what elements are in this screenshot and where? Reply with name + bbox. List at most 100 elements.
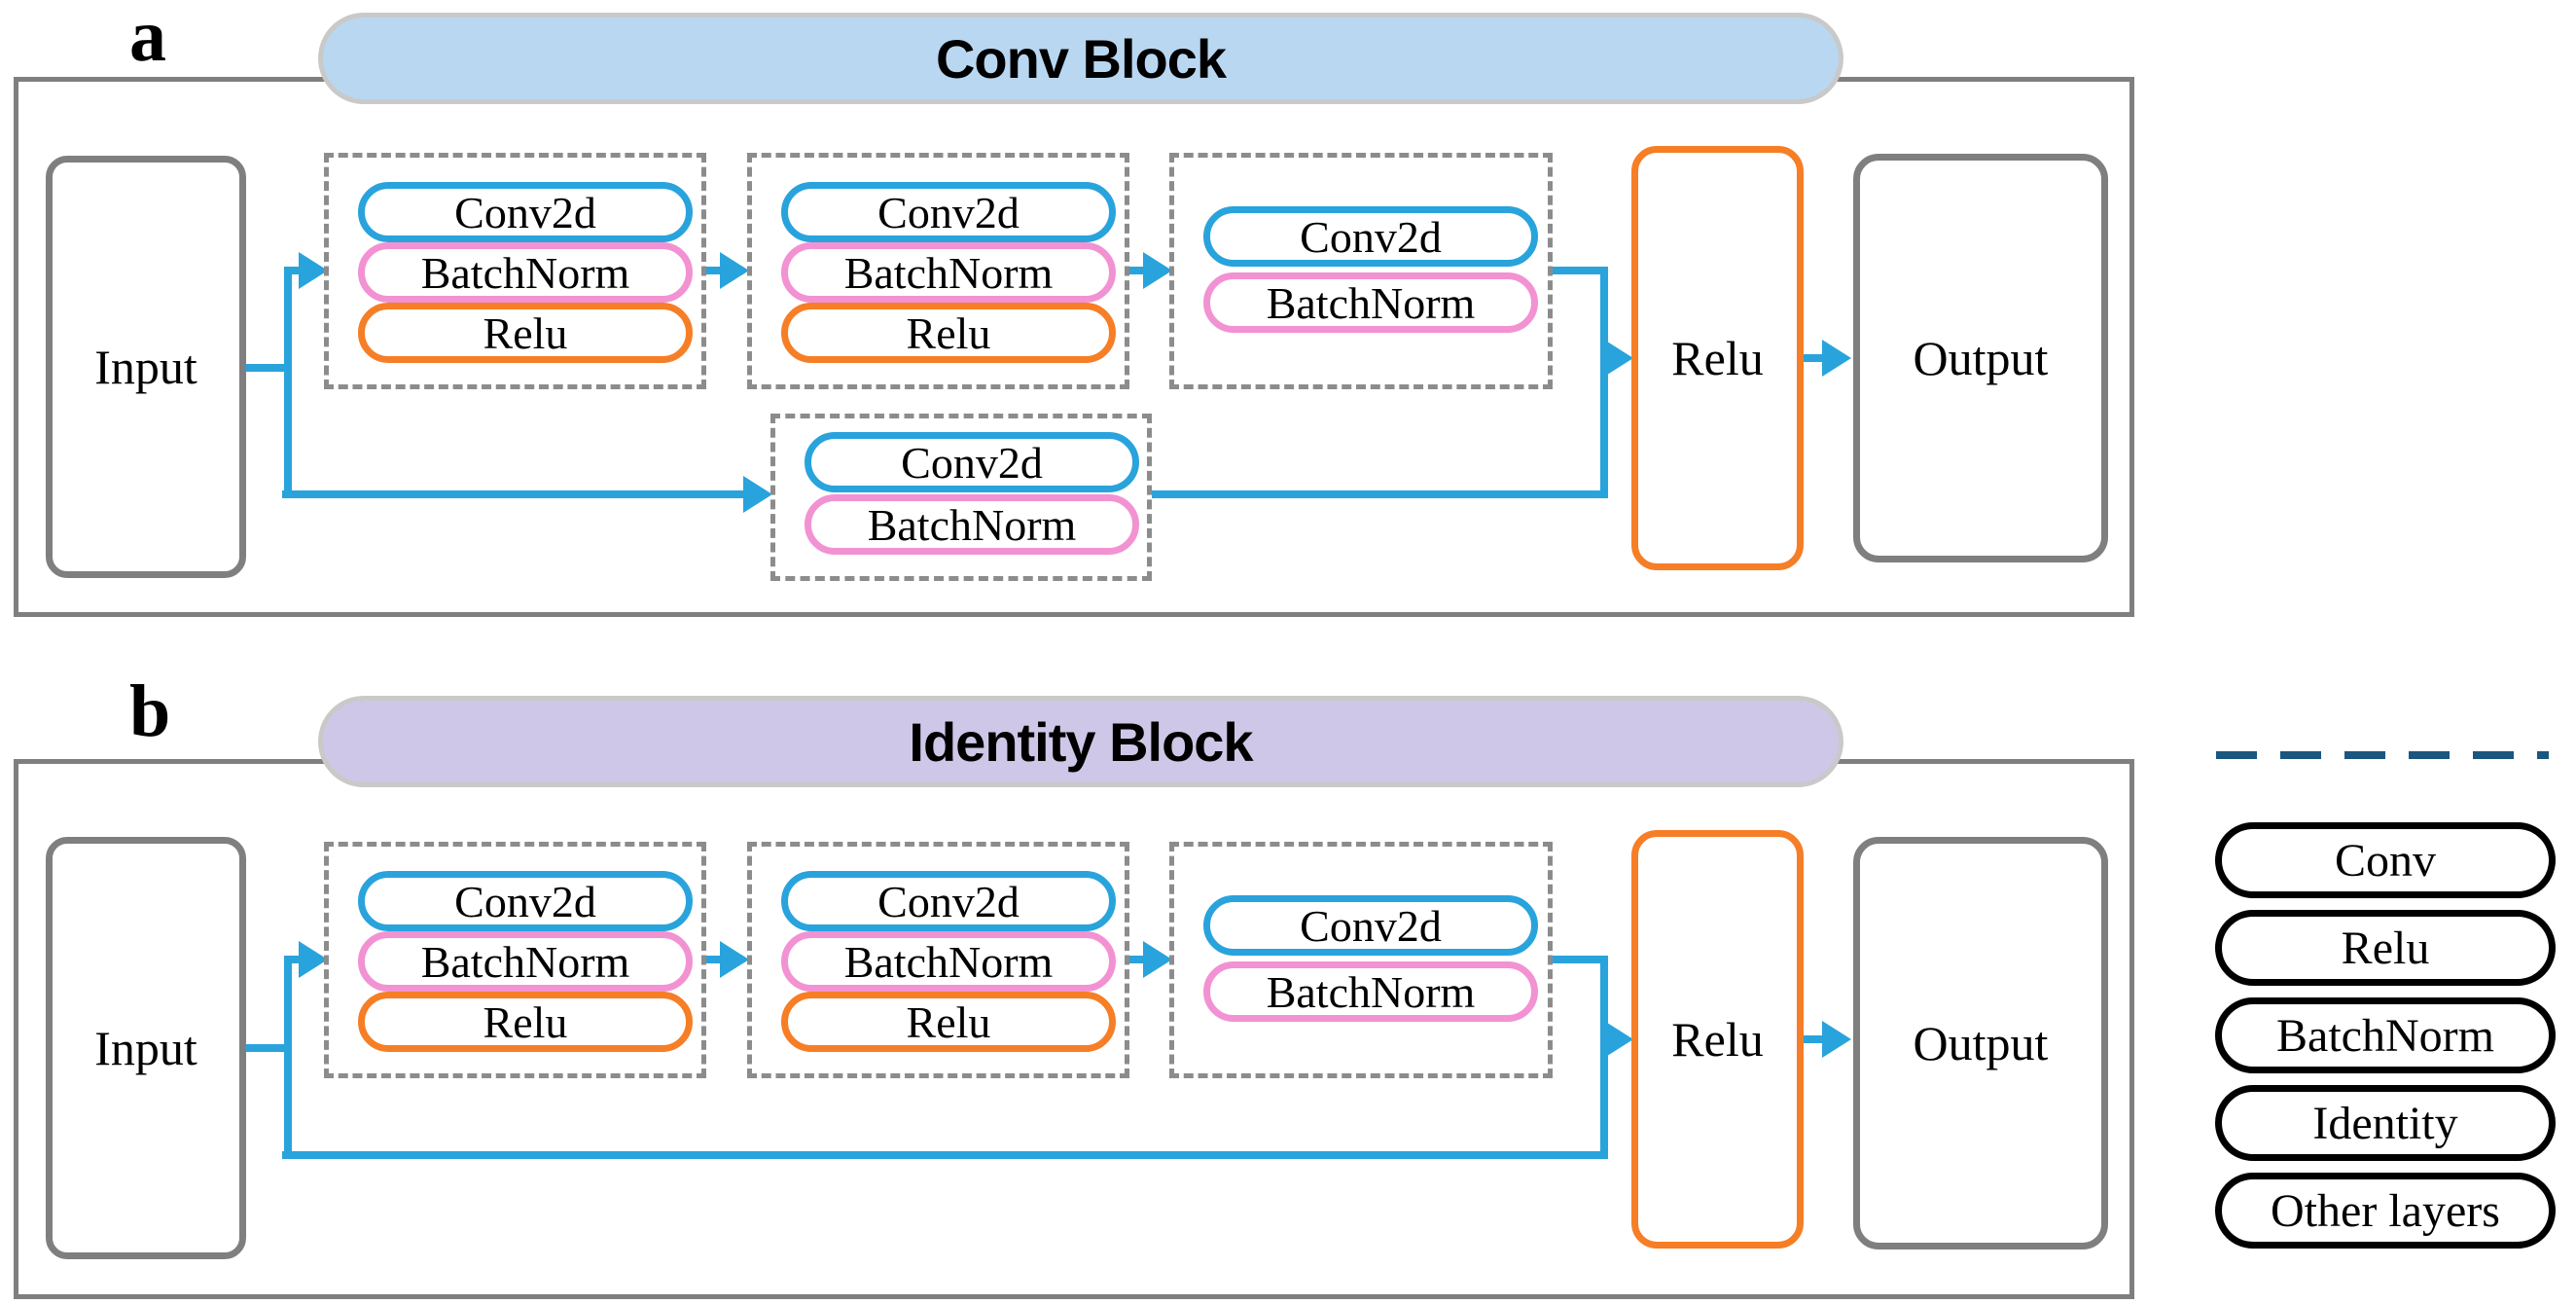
- batchnorm-label: BatchNorm: [420, 936, 630, 987]
- identity-block-header: Identity Block: [318, 696, 1843, 787]
- conv2d-label: Conv2d: [877, 876, 1020, 926]
- b-output-arrow-line: [1804, 1035, 1826, 1043]
- legend-item-other-layers: Other layers: [2215, 1173, 2556, 1249]
- b-split-line: [284, 956, 292, 1159]
- block-a-input-label: Input: [94, 340, 197, 394]
- conv2d-label: Conv2d: [901, 437, 1043, 488]
- conv2d-label: Conv2d: [1300, 211, 1442, 262]
- a-arrowhead-1-icon: [299, 252, 328, 289]
- conv2d-label: Conv2d: [454, 876, 596, 926]
- b-layer-group-2: Conv2d BatchNorm Relu: [747, 842, 1129, 1078]
- legend-dashed-line: [2216, 751, 2549, 759]
- a-output-arrowhead-icon: [1822, 340, 1851, 377]
- block-b-input-box: Input: [46, 837, 246, 1259]
- a-arrowhead-3-icon: [1143, 252, 1172, 289]
- a-input-exit-line: [246, 364, 292, 372]
- conv2d-pill: Conv2d: [1203, 206, 1538, 267]
- conv-block-title: Conv Block: [935, 27, 1227, 90]
- a-shortcut-line: [282, 490, 749, 498]
- block-a-relu-label: Relu: [1671, 331, 1764, 385]
- block-b-input-label: Input: [94, 1021, 197, 1075]
- relu-pill: Relu: [358, 992, 693, 1052]
- relu-label: Relu: [483, 996, 568, 1047]
- legend-conv-label: Conv: [2334, 834, 2436, 887]
- panel-label-a: a: [129, 0, 166, 77]
- b-main-exit-line: [1553, 956, 1608, 963]
- conv2d-pill: Conv2d: [1203, 895, 1538, 956]
- b-arrow-line-2: [706, 956, 726, 963]
- b-arrowhead-3-icon: [1143, 941, 1172, 978]
- a-output-arrow-line: [1804, 354, 1826, 362]
- batchnorm-pill: BatchNorm: [1203, 272, 1538, 333]
- b-shortcut-line: [282, 1151, 1605, 1159]
- batchnorm-pill: BatchNorm: [358, 242, 693, 303]
- b-output-arrowhead-icon: [1822, 1021, 1851, 1058]
- conv2d-label: Conv2d: [454, 187, 596, 237]
- b-arrow-line-3: [1129, 956, 1149, 963]
- batchnorm-label: BatchNorm: [843, 247, 1054, 298]
- a-merge-line: [1600, 267, 1608, 498]
- batchnorm-pill: BatchNorm: [781, 242, 1116, 303]
- a-relu-arrowhead-icon: [1604, 340, 1633, 377]
- batchnorm-pill: BatchNorm: [358, 931, 693, 992]
- legend-other-layers-label: Other layers: [2271, 1184, 2500, 1237]
- panel-label-b: b: [129, 670, 171, 752]
- a-arrow-line-2: [706, 267, 726, 274]
- conv-block-header: Conv Block: [318, 13, 1843, 104]
- block-a-relu-box: Relu: [1631, 146, 1804, 570]
- a-main-exit-line: [1553, 267, 1608, 274]
- conv2d-pill: Conv2d: [358, 182, 693, 242]
- legend-item-conv: Conv: [2215, 822, 2556, 898]
- a-layer-group-1: Conv2d BatchNorm Relu: [324, 153, 706, 389]
- a-arrow-line-3: [1129, 267, 1149, 274]
- a-arrow-line-1: [284, 267, 304, 274]
- a-layer-group-2: Conv2d BatchNorm Relu: [747, 153, 1129, 389]
- conv2d-pill: Conv2d: [805, 432, 1139, 492]
- batchnorm-pill: BatchNorm: [805, 494, 1139, 555]
- legend-identity-label: Identity: [2312, 1097, 2458, 1149]
- identity-block-title: Identity Block: [909, 710, 1253, 773]
- block-b-output-box: Output: [1853, 837, 2108, 1250]
- b-relu-arrowhead-icon: [1604, 1021, 1633, 1058]
- a-layer-group-3: Conv2d BatchNorm: [1169, 153, 1553, 389]
- block-b-relu-box: Relu: [1631, 830, 1804, 1249]
- b-arrowhead-1-icon: [299, 941, 328, 978]
- conv2d-label: Conv2d: [1300, 900, 1442, 951]
- legend-relu-label: Relu: [2341, 922, 2430, 974]
- a-shortcut-group: Conv2d BatchNorm: [770, 414, 1152, 581]
- a-arrowhead-2-icon: [720, 252, 749, 289]
- conv2d-pill: Conv2d: [358, 871, 693, 931]
- legend-item-relu: Relu: [2215, 910, 2556, 986]
- block-b-output-label: Output: [1913, 1016, 2049, 1070]
- batchnorm-label: BatchNorm: [843, 936, 1054, 987]
- conv2d-pill: Conv2d: [781, 182, 1116, 242]
- b-input-exit-line: [246, 1044, 292, 1052]
- b-layer-group-1: Conv2d BatchNorm Relu: [324, 842, 706, 1078]
- relu-pill: Relu: [781, 992, 1116, 1052]
- relu-label: Relu: [483, 308, 568, 358]
- batchnorm-pill: BatchNorm: [1203, 961, 1538, 1022]
- block-b-relu-label: Relu: [1671, 1012, 1764, 1067]
- legend-item-identity: Identity: [2215, 1085, 2556, 1161]
- block-a-input-box: Input: [46, 156, 246, 578]
- block-a-output-box: Output: [1853, 154, 2108, 562]
- batchnorm-label: BatchNorm: [420, 247, 630, 298]
- a-split-line: [284, 267, 292, 498]
- relu-pill: Relu: [781, 303, 1116, 363]
- batchnorm-pill: BatchNorm: [781, 931, 1116, 992]
- batchnorm-label: BatchNorm: [1266, 966, 1476, 1017]
- legend-item-batchnorm: BatchNorm: [2215, 997, 2556, 1073]
- block-a-output-label: Output: [1913, 331, 2049, 385]
- legend-batchnorm-label: BatchNorm: [2276, 1009, 2494, 1062]
- batchnorm-label: BatchNorm: [1266, 277, 1476, 328]
- relu-label: Relu: [906, 308, 991, 358]
- a-shortcut-exit-line: [1152, 490, 1600, 498]
- conv2d-label: Conv2d: [877, 187, 1020, 237]
- conv2d-pill: Conv2d: [781, 871, 1116, 931]
- b-arrow-line-1: [284, 956, 304, 963]
- relu-pill: Relu: [358, 303, 693, 363]
- a-shortcut-arrowhead-icon: [743, 476, 772, 513]
- b-arrowhead-2-icon: [720, 941, 749, 978]
- batchnorm-label: BatchNorm: [867, 499, 1077, 550]
